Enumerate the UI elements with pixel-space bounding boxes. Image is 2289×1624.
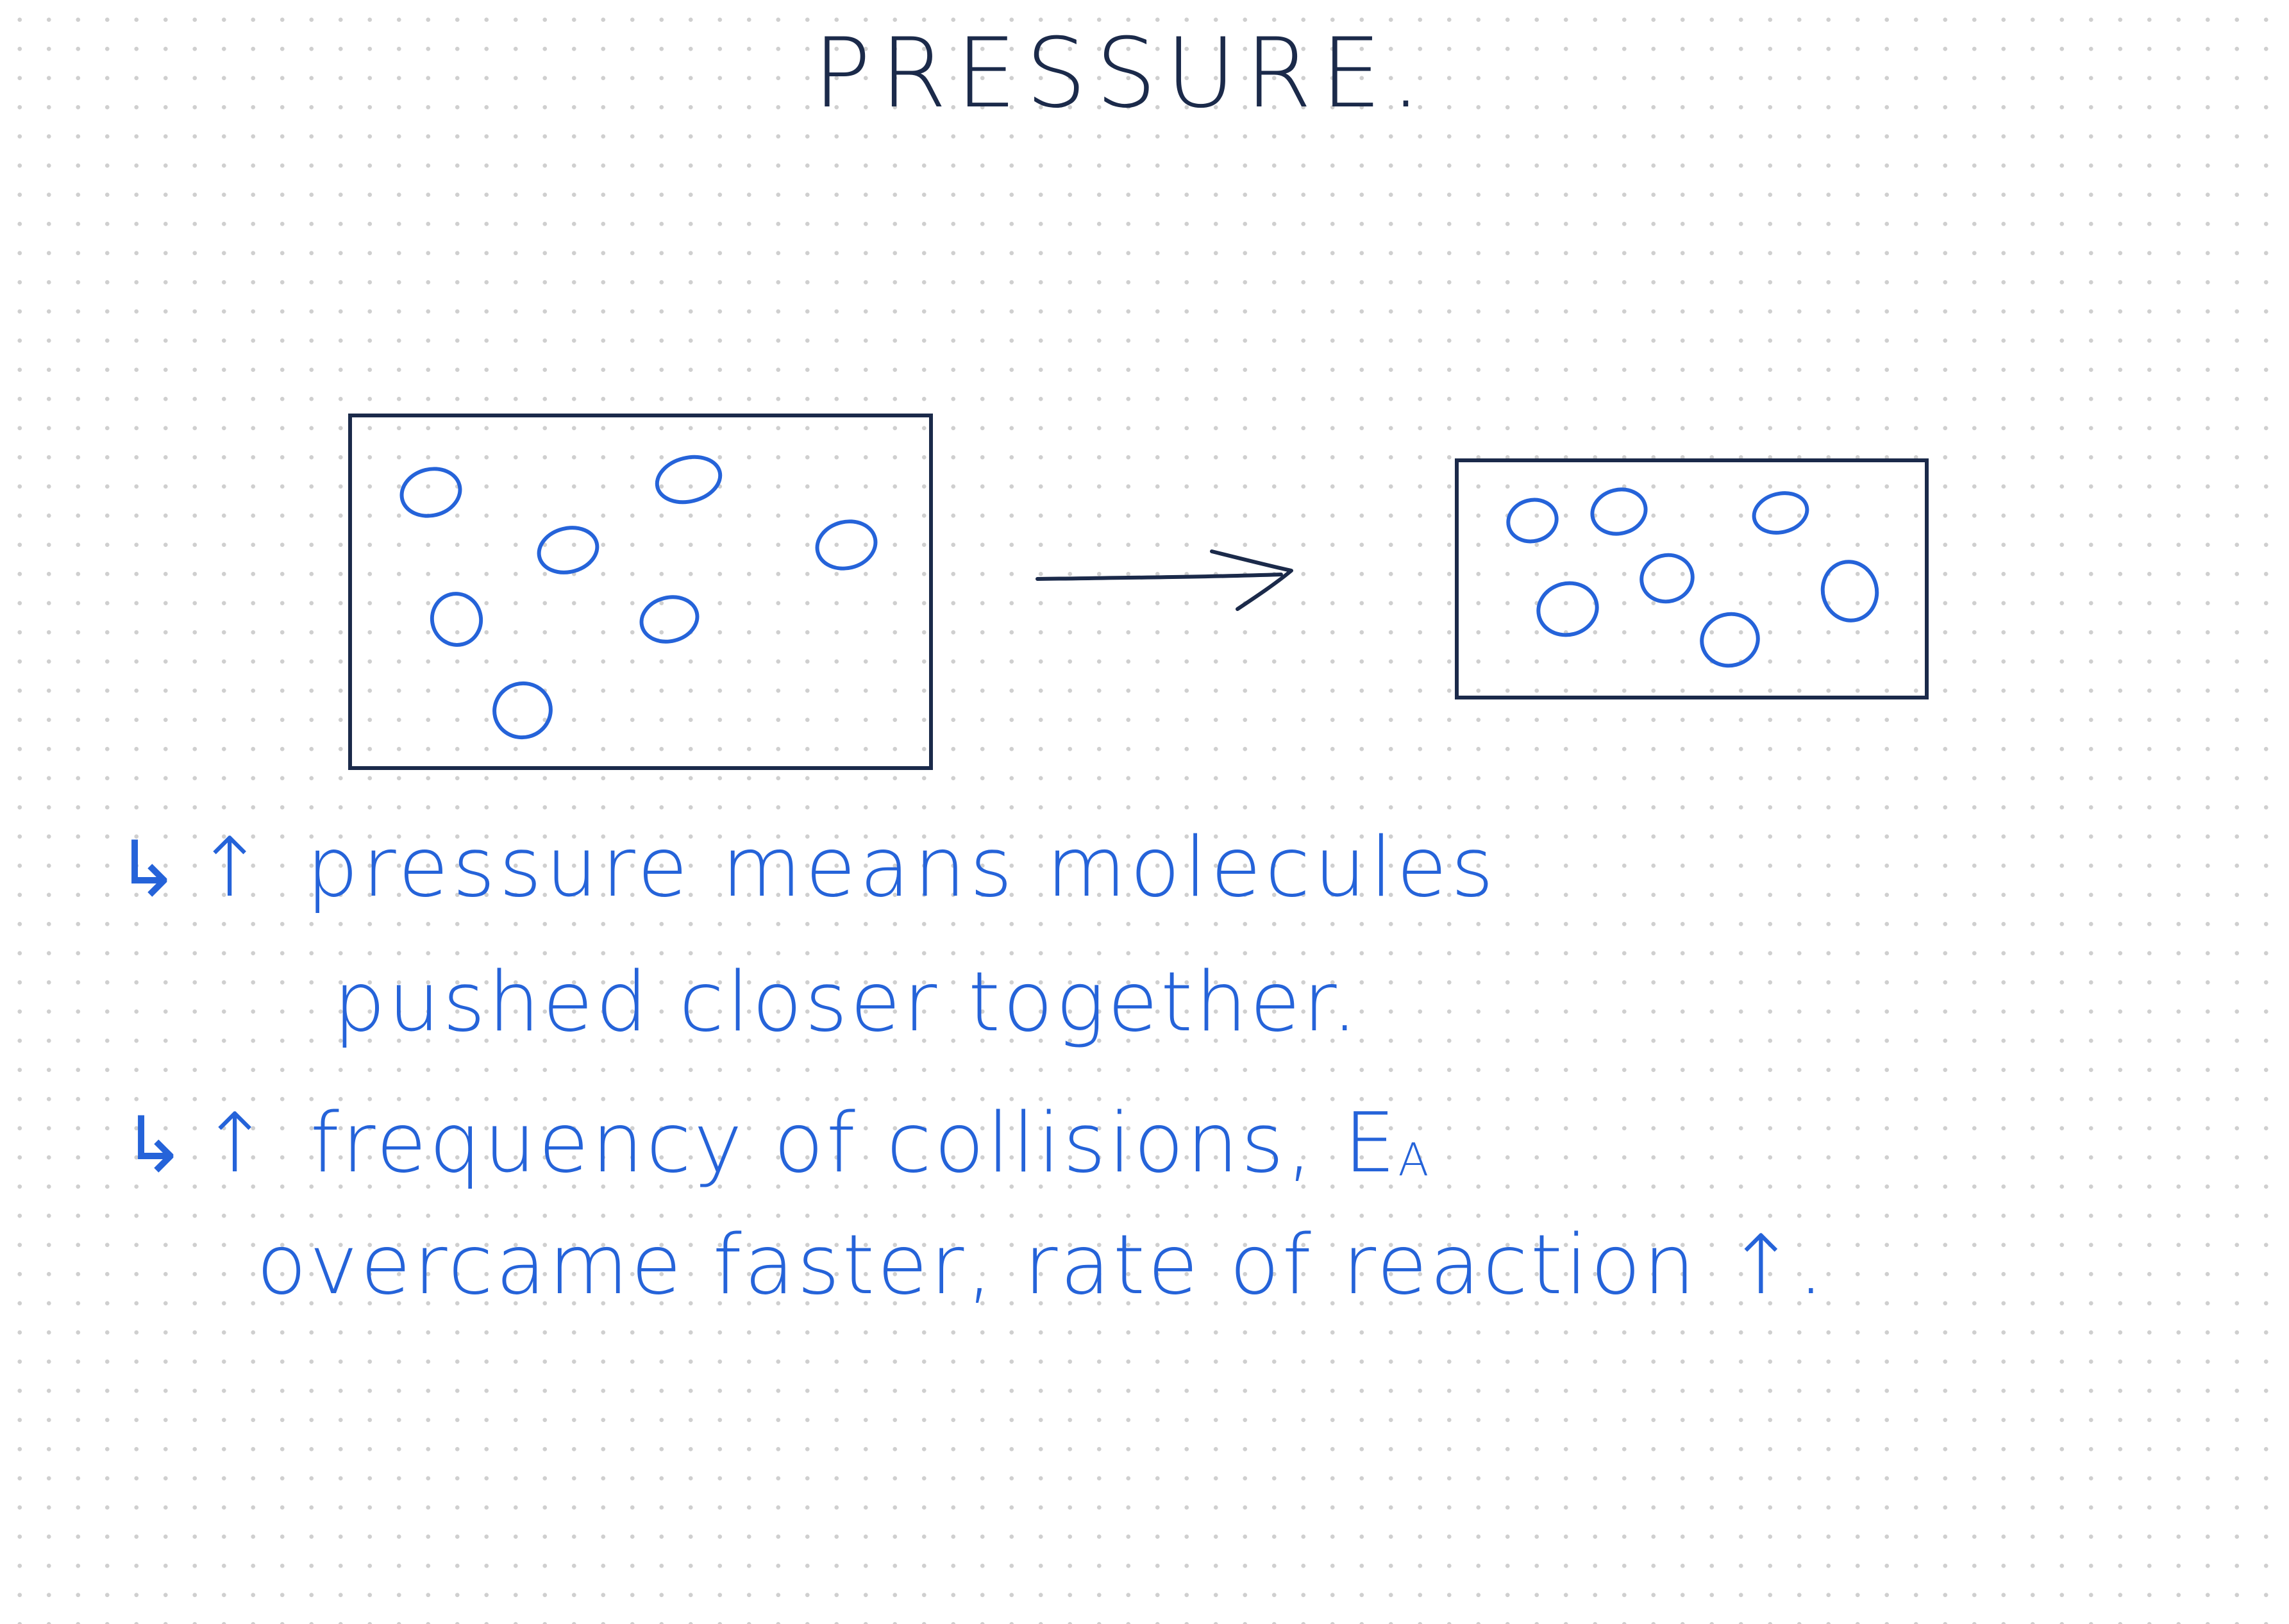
molecule-circle [1590, 487, 1648, 536]
page-title: PRESSURE. [813, 18, 1430, 130]
note-text: frequency of collisions, E [310, 1096, 1398, 1191]
arrow-right-icon [1036, 549, 1293, 611]
molecule-circle [1536, 581, 1599, 637]
note-text: pressure means molecules [306, 820, 1498, 916]
note-text: overcame faster, rate of reaction ↑. [256, 1218, 1827, 1313]
container-high-pressure [1455, 458, 1929, 699]
molecule-circle [492, 681, 553, 740]
molecule-circle [1700, 612, 1760, 668]
note-line-1: ↳↑pressure means molecules [115, 827, 1498, 909]
subscript-a: A [1398, 1134, 1432, 1186]
molecule-circle [815, 519, 878, 571]
molecule-circle [1820, 560, 1879, 623]
hook-arrow-icon: ↳ [115, 825, 184, 914]
molecule-circle [1506, 498, 1559, 544]
molecule-circle [1639, 553, 1695, 604]
note-line-2: pushed closer together. [333, 962, 1361, 1044]
molecule-circle [655, 455, 723, 505]
hook-arrow-icon: ↳ [122, 1101, 189, 1190]
molecule-circle [430, 592, 483, 647]
note-text: pushed closer together. [333, 955, 1361, 1050]
note-line-4: overcame faster, rate of reaction ↑. [256, 1225, 1827, 1307]
molecule-circle [537, 526, 600, 574]
container-low-pressure [348, 414, 933, 770]
molecule-circle [399, 467, 462, 518]
up-arrow-icon: ↑ [200, 1096, 272, 1191]
molecule-circle [639, 595, 700, 644]
molecule-circle [1752, 491, 1809, 535]
up-arrow-icon: ↑ [195, 820, 268, 916]
note-line-3: ↳↑frequency of collisions, EA [122, 1103, 1431, 1185]
